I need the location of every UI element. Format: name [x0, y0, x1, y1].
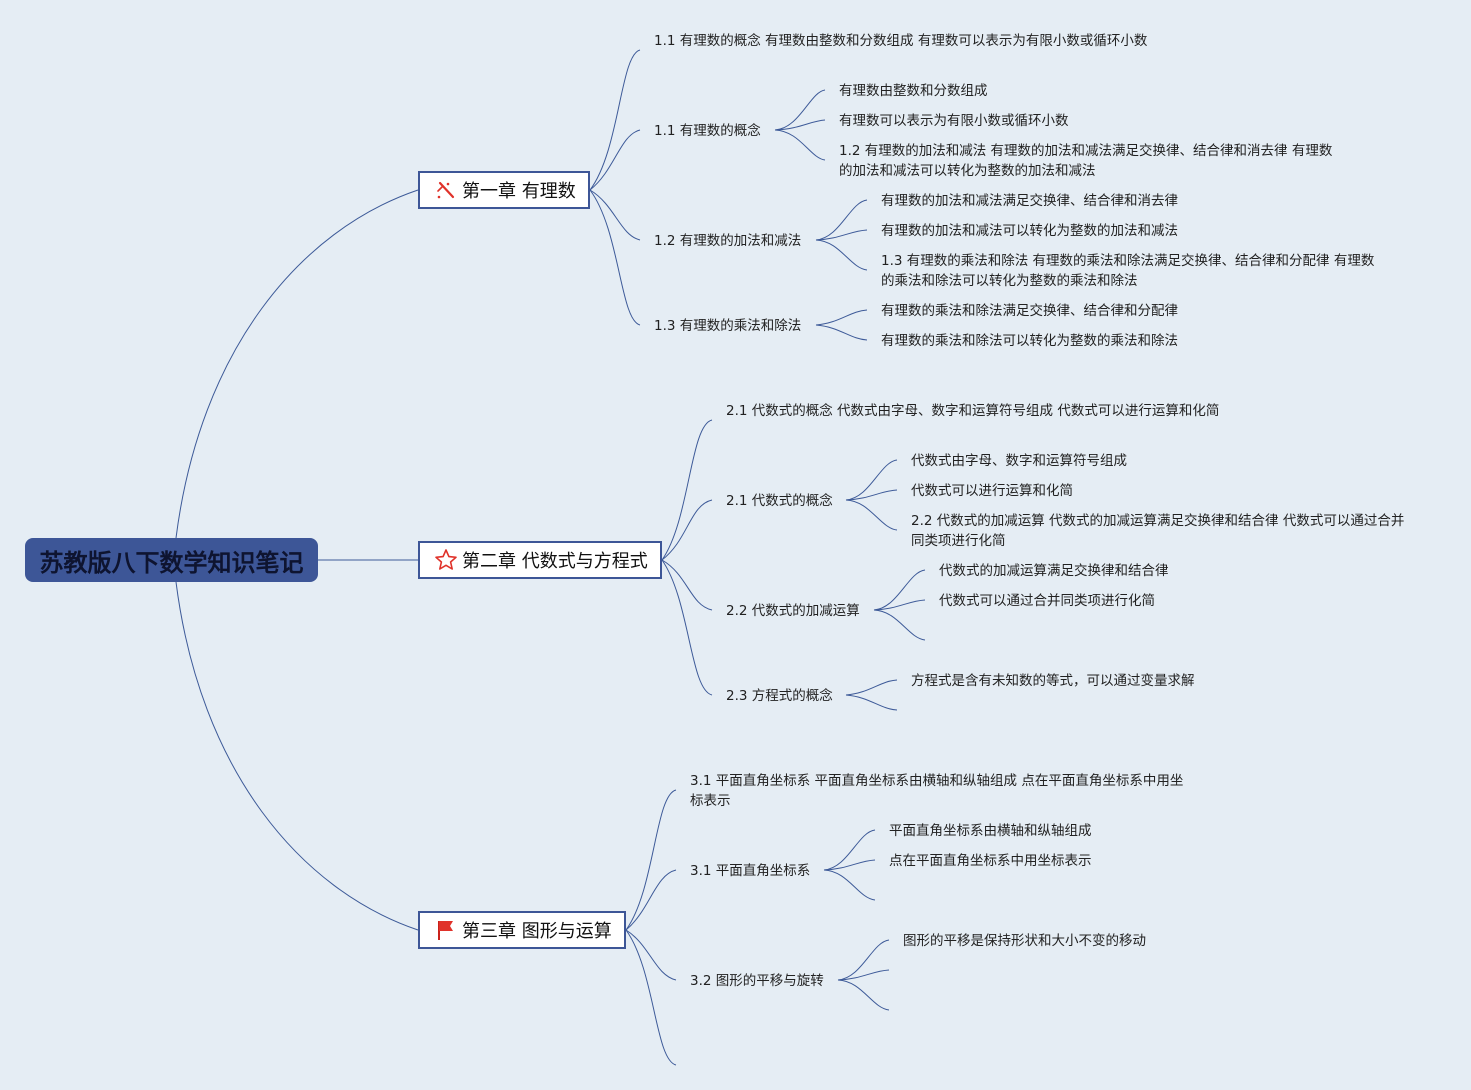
magic-wand-icon — [434, 178, 458, 202]
root-title: 苏教版八下数学知识笔记 — [39, 548, 304, 577]
topic-node[interactable]: 3.1 平面直角坐标系 — [690, 863, 811, 879]
topic-node[interactable]: 2.3 方程式的概念 — [726, 688, 833, 704]
chapter-node-1[interactable]: 第一章 有理数 — [418, 171, 590, 209]
leaf-node[interactable]: 点在平面直角坐标系中用坐标表示 — [889, 853, 1092, 869]
red-flag-icon — [434, 918, 458, 942]
leaf-node[interactable]: 图形的平移是保持形状和大小不变的移动 — [903, 933, 1146, 949]
leaf-node[interactable]: 代数式的加减运算满足交换律和结合律 — [939, 563, 1169, 579]
chapter-node-2[interactable]: 第二章 代数式与方程式 — [418, 541, 662, 579]
leaf-node[interactable]: 1.3 有理数的乘法和除法 有理数的乘法和除法满足交换律、结合律和分配律 有理数… — [881, 253, 1375, 289]
chapter-summary[interactable]: 3.1 平面直角坐标系 平面直角坐标系由横轴和纵轴组成 点在平面直角坐标系中用坐… — [690, 773, 1184, 809]
chapter-title: 第三章 图形与运算 — [462, 921, 612, 942]
star-outline-icon — [434, 548, 458, 572]
chapter-summary[interactable]: 2.1 代数式的概念 代数式由字母、数字和运算符号组成 代数式可以进行运算和化简 — [726, 403, 1220, 419]
leaf-node[interactable]: 有理数的加法和减法满足交换律、结合律和消去律 — [881, 193, 1178, 209]
chapter-title: 第一章 有理数 — [462, 181, 576, 202]
leaf-node[interactable]: 有理数由整数和分数组成 — [839, 83, 988, 99]
leaf-node[interactable]: 有理数的加法和减法可以转化为整数的加法和减法 — [881, 223, 1178, 239]
root-to-chapter-1-line — [175, 189, 419, 539]
leaf-node[interactable]: 代数式可以进行运算和化简 — [911, 483, 1073, 499]
topic-node[interactable]: 1.1 有理数的概念 — [654, 123, 761, 139]
chapter-node-3[interactable]: 第三章 图形与运算 — [418, 911, 626, 949]
chapter-summary[interactable]: 1.1 有理数的概念 有理数由整数和分数组成 有理数可以表示为有限小数或循环小数 — [654, 33, 1148, 49]
topic-node[interactable]: 2.2 代数式的加减运算 — [726, 603, 860, 619]
leaf-node[interactable]: 代数式可以通过合并同类项进行化简 — [939, 593, 1155, 609]
topic-node[interactable]: 1.2 有理数的加法和减法 — [654, 233, 802, 249]
leaf-node[interactable]: 有理数的乘法和除法满足交换律、结合律和分配律 — [881, 303, 1178, 319]
leaf-node[interactable]: 1.2 有理数的加法和减法 有理数的加法和减法满足交换律、结合律和消去律 有理数… — [839, 143, 1333, 179]
leaf-node[interactable]: 代数式由字母、数字和运算符号组成 — [911, 453, 1127, 469]
leaf-node[interactable]: 平面直角坐标系由横轴和纵轴组成 — [889, 823, 1092, 839]
chapter-title: 第二章 代数式与方程式 — [462, 551, 648, 572]
root-node[interactable]: 苏教版八下数学知识笔记 — [25, 538, 318, 582]
root-to-chapter-3-line — [175, 581, 419, 931]
leaf-node[interactable]: 2.2 代数式的加减运算 代数式的加减运算满足交换律和结合律 代数式可以通过合并… — [911, 513, 1405, 549]
leaf-node[interactable]: 方程式是含有未知数的等式，可以通过变量求解 — [911, 673, 1195, 689]
topic-node[interactable]: 1.3 有理数的乘法和除法 — [654, 318, 802, 334]
topic-node[interactable]: 2.1 代数式的概念 — [726, 493, 833, 509]
leaf-node[interactable]: 有理数可以表示为有限小数或循环小数 — [839, 113, 1069, 129]
leaf-node[interactable]: 有理数的乘法和除法可以转化为整数的乘法和除法 — [881, 333, 1178, 349]
topic-node[interactable]: 3.2 图形的平移与旋转 — [690, 973, 824, 989]
